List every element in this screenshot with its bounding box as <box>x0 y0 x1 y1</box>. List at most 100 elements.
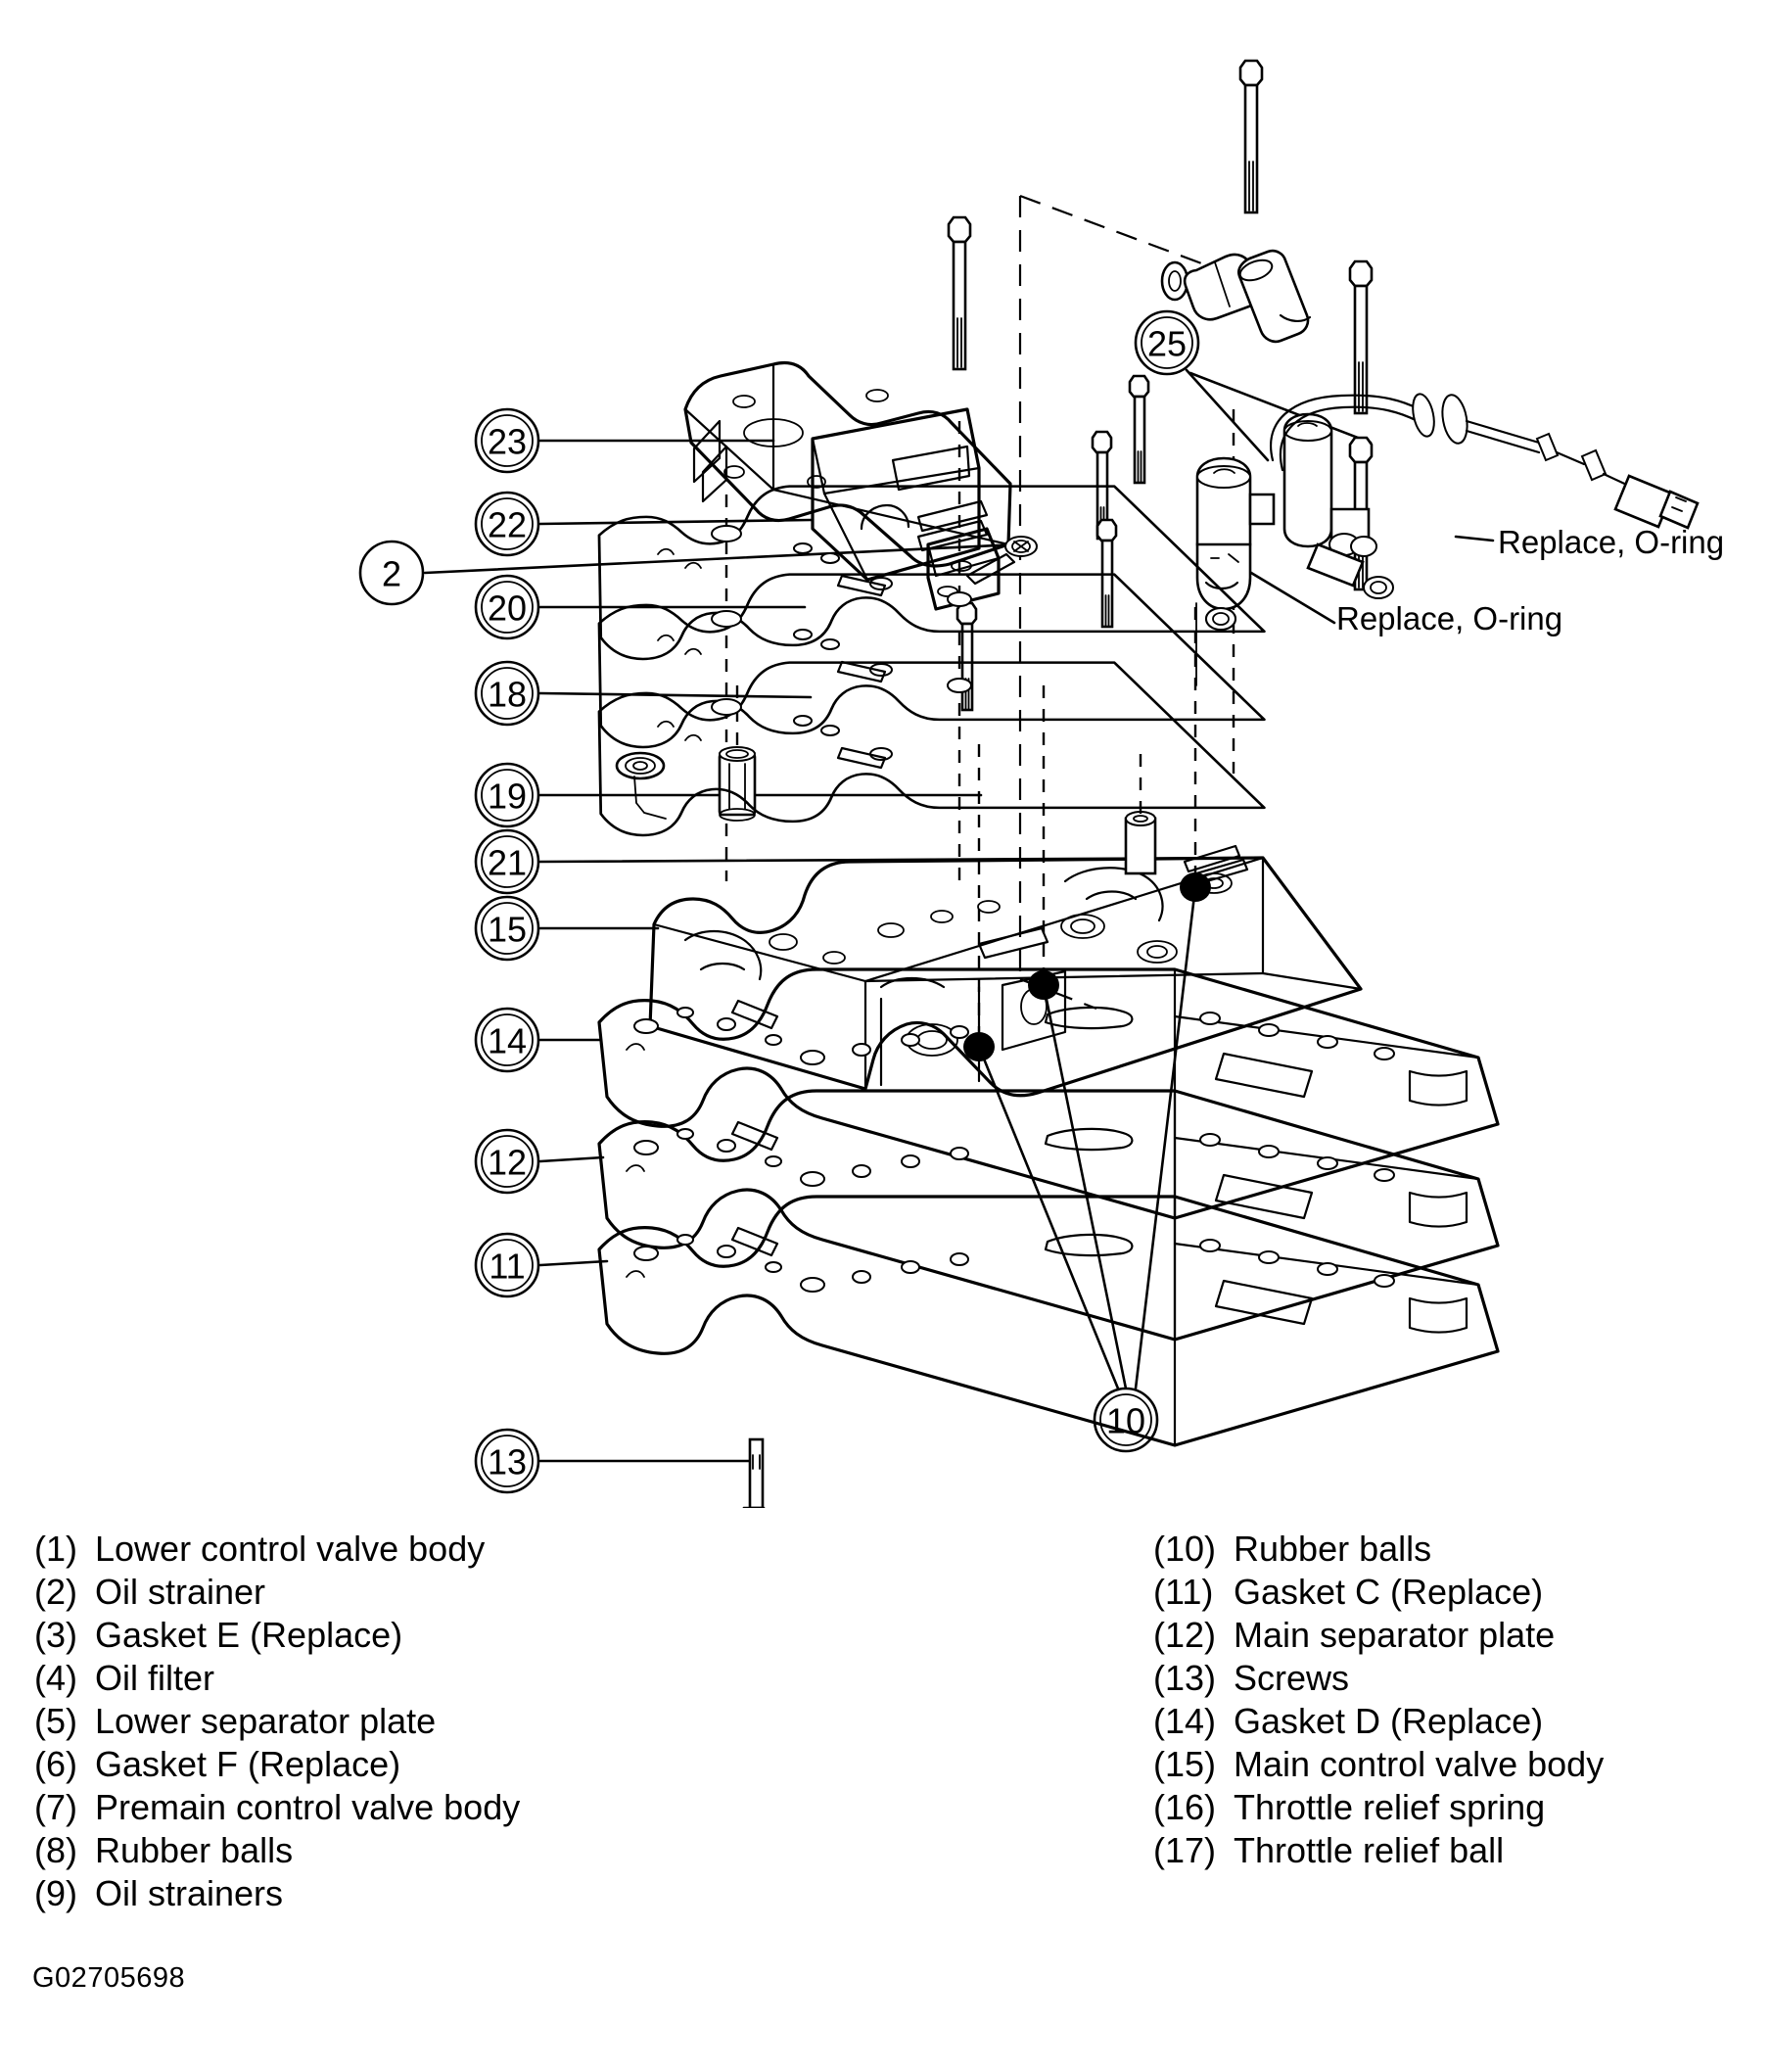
legend-item: (7) Premain control valve body <box>34 1786 520 1829</box>
legend-label: Oil strainer <box>95 1572 266 1612</box>
legend-label: Rubber balls <box>1234 1529 1432 1569</box>
legend-number: (14) <box>1153 1701 1217 1741</box>
upper-plate-holes <box>657 525 972 770</box>
legend-item: (6) Gasket F (Replace) <box>34 1743 520 1786</box>
lower-plate-holes <box>626 999 1468 1334</box>
legend-column-right: (10) Rubber balls (11) Gasket C (Replace… <box>1153 1528 1604 1872</box>
svg-text:11: 11 <box>489 1247 525 1287</box>
legend-label: Gasket F (Replace) <box>95 1744 401 1784</box>
callout-25: 25 <box>1134 309 1200 376</box>
svg-text:22: 22 <box>488 505 527 545</box>
legend-number: (9) <box>34 1873 77 1913</box>
gasket-plate-18 <box>597 661 1266 837</box>
lower-plate-stack <box>597 967 1500 1447</box>
legend-label: Throttle relief ball <box>1234 1830 1505 1870</box>
alignment-dash-lines <box>724 194 1235 1047</box>
bolts-group <box>947 59 1374 712</box>
screw-13 <box>742 1437 766 1508</box>
throttle-relief-sleeve-21 <box>718 746 757 822</box>
callout-13: 13 <box>474 1428 540 1494</box>
legend-item: (1) Lower control valve body <box>34 1528 520 1571</box>
rubber-ball <box>1028 970 1059 1000</box>
legend-item: (15) Main control valve body <box>1153 1743 1604 1786</box>
legend-number: (17) <box>1153 1830 1217 1870</box>
legend-number: (6) <box>34 1744 77 1784</box>
replace-o-ring-note-lower: Replace, O-ring <box>1336 600 1563 636</box>
legend-label: Oil filter <box>95 1658 215 1698</box>
legend-item: (3) Gasket E (Replace) <box>34 1614 520 1657</box>
legend-number: (5) <box>34 1701 77 1741</box>
legend-number: (3) <box>34 1615 77 1655</box>
callout-leader-lines <box>423 368 1495 1463</box>
svg-text:15: 15 <box>488 910 527 950</box>
rubber-ball <box>1180 872 1211 902</box>
legend-label: Gasket D (Replace) <box>1234 1701 1544 1741</box>
rubber-ball <box>963 1032 995 1061</box>
solenoid-upper <box>1160 249 1312 344</box>
callout-23: 23 <box>474 407 540 474</box>
legend-number: (7) <box>34 1787 77 1827</box>
legend-label: Oil strainers <box>95 1873 284 1913</box>
oil-strainer-2 <box>965 536 1038 586</box>
upper-gasket-stack <box>597 485 1266 837</box>
callout-19: 19 <box>474 762 540 828</box>
legend-item: (9) Oil strainers <box>34 1872 520 1915</box>
gasket-c-11 <box>597 1195 1500 1447</box>
solenoid-left <box>1195 456 1276 686</box>
legend-number: (16) <box>1153 1787 1217 1827</box>
legend-label: Lower control valve body <box>95 1529 486 1569</box>
main-control-valve-body-15 <box>648 754 1363 1098</box>
callout-18: 18 <box>474 660 540 727</box>
callout-12: 12 <box>474 1128 540 1195</box>
legend-number: (1) <box>34 1529 77 1569</box>
legend-label: Throttle relief spring <box>1234 1787 1546 1827</box>
callout-11: 11 <box>474 1232 540 1298</box>
legend-number: (4) <box>34 1658 77 1698</box>
svg-text:2: 2 <box>382 554 401 594</box>
figure-part-id: G02705698 <box>32 1962 186 1994</box>
legend-item: (2) Oil strainer <box>34 1571 520 1614</box>
o-ring-lower <box>1205 607 1236 631</box>
throttle-relief-spring-19 <box>615 751 667 820</box>
legend-column-left: (1) Lower control valve body (2) Oil str… <box>34 1528 520 1915</box>
legend-label: Premain control valve body <box>95 1787 521 1827</box>
legend-number: (13) <box>1153 1658 1217 1698</box>
figure-drawing-area: .ln{fill:none;stroke:#000;stroke-width:3… <box>358 59 1700 1508</box>
legend-item: (12) Main separator plate <box>1153 1614 1604 1657</box>
replace-o-ring-note-upper: Replace, O-ring <box>1498 524 1725 560</box>
callout-20: 20 <box>474 574 540 640</box>
legend-item: (13) Screws <box>1153 1657 1604 1700</box>
legend-item: (14) Gasket D (Replace) <box>1153 1700 1604 1743</box>
legend-item: (8) Rubber balls <box>34 1829 520 1872</box>
svg-text:23: 23 <box>488 422 527 462</box>
upper-control-valve-body-23 <box>683 360 1012 611</box>
callout-markers: 23 22 2 20 18 19 21 15 14 12 11 13 10 25 <box>358 309 1200 1494</box>
throttle-relief-detail <box>615 685 757 822</box>
legend-label: Screws <box>1234 1658 1350 1698</box>
legend-number: (2) <box>34 1572 77 1612</box>
legend-number: (12) <box>1153 1615 1217 1655</box>
solenoid-assemblies <box>1160 249 1700 686</box>
svg-text:12: 12 <box>488 1143 527 1183</box>
legend-label: Gasket E (Replace) <box>95 1615 403 1655</box>
legend-number: (11) <box>1153 1572 1214 1612</box>
gasket-plate-20 <box>597 573 1266 749</box>
legend-number: (8) <box>34 1830 77 1870</box>
valve-stub <box>1124 811 1157 875</box>
svg-text:21: 21 <box>488 843 527 883</box>
legend-label: Lower separator plate <box>95 1701 437 1741</box>
callout-22: 22 <box>474 491 540 557</box>
svg-text:20: 20 <box>488 589 527 629</box>
svg-text:14: 14 <box>488 1021 527 1061</box>
callout-2: 2 <box>358 540 425 606</box>
gasket-plate-22 <box>597 485 1266 661</box>
legend-label: Main separator plate <box>1234 1615 1556 1655</box>
callout-14: 14 <box>474 1007 540 1073</box>
svg-text:25: 25 <box>1147 324 1187 364</box>
legend-item: (17) Throttle relief ball <box>1153 1829 1604 1872</box>
svg-text:18: 18 <box>488 675 527 715</box>
legend-number: (10) <box>1153 1529 1217 1569</box>
svg-text:19: 19 <box>488 777 527 817</box>
svg-text:13: 13 <box>488 1442 527 1483</box>
